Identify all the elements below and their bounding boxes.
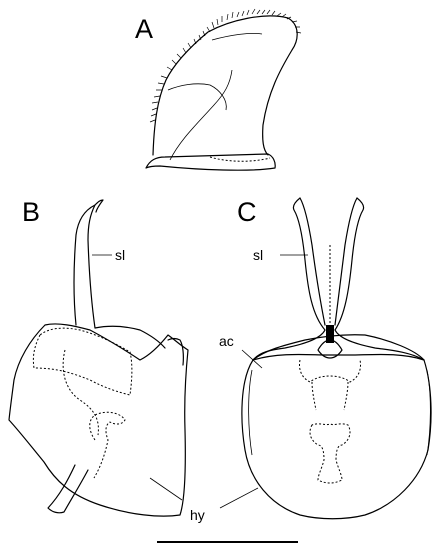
panel-a-inner-ridge (169, 69, 233, 161)
panel-b-inner-outline (32, 327, 133, 396)
panel-c-central-lobe (317, 339, 343, 359)
panel-b-arm (73, 204, 166, 349)
panel-c-ac-leader (241, 349, 263, 369)
panel-c-right-arm-inner (334, 197, 358, 326)
panel-b-letter: B (22, 197, 40, 227)
panel-b-inner-hook (89, 411, 126, 479)
panel-c-body (241, 334, 432, 520)
panel-c-inner-bracket (299, 359, 361, 383)
panel-a-tip-line (211, 32, 263, 41)
panel-c-inner-arms (311, 381, 349, 411)
panel-c-crossbar (252, 353, 425, 361)
panel-c-body-inner (248, 369, 431, 456)
panel-a-letter: A (135, 14, 153, 44)
panel-c-right-arm (334, 197, 425, 361)
panel-c-central-plate (326, 325, 334, 343)
panel-c-label-ac: ac (219, 333, 234, 349)
panel-c-lower-sclerite (309, 423, 351, 484)
panel-b-hy-leader (149, 477, 183, 501)
panel-c-hy-leader (219, 487, 259, 509)
panel-b-stalk (47, 464, 89, 514)
panel-b-label-hy: hy (190, 507, 205, 523)
panel-b: B sl hy (8, 197, 205, 523)
panel-c: C sl ac (219, 197, 432, 520)
panel-a-base-dash (209, 156, 271, 162)
panel-c-letter: C (237, 197, 257, 227)
panel-a-setae-lower (149, 30, 206, 123)
panel-a-base (145, 153, 276, 171)
panel-c-left-arm-inner (299, 197, 326, 326)
panel-a: A (135, 8, 302, 171)
panel-b-drawing (8, 199, 189, 517)
panel-a-drawing (145, 8, 302, 171)
panel-c-drawing (219, 197, 432, 520)
panel-b-label-sl: sl (115, 247, 125, 263)
panel-b-hook-tip (94, 199, 104, 213)
panel-c-left-arm (252, 197, 326, 361)
panel-b-body (8, 323, 189, 517)
panel-c-label-sl: sl (253, 247, 263, 263)
panel-a-inner-fold (167, 83, 227, 111)
panel-b-right-process (167, 337, 184, 366)
panel-b-inner-curve (62, 349, 99, 436)
panel-a-outline (152, 15, 298, 156)
panel-a-setae-upper (206, 8, 302, 34)
